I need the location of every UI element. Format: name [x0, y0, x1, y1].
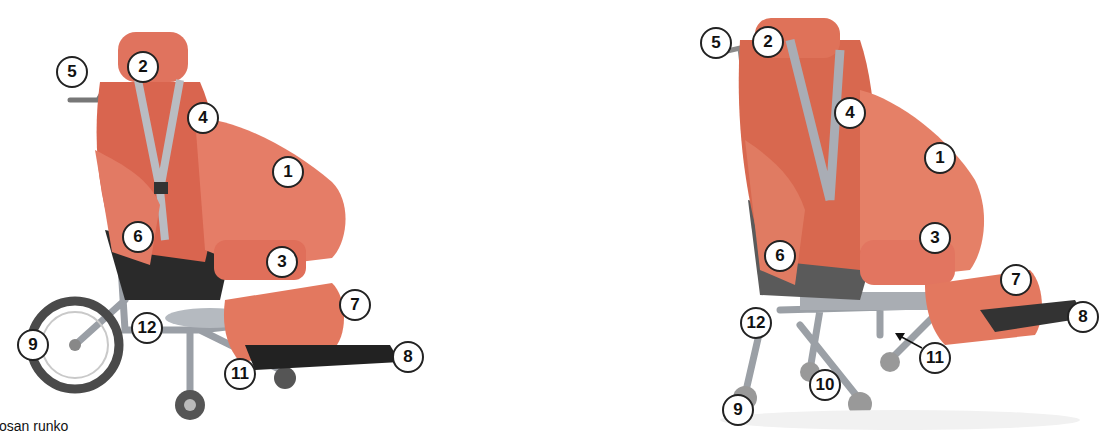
callout-number: 6: [122, 221, 154, 253]
callout-number: 12: [740, 307, 772, 339]
callout-number: 10: [809, 369, 841, 401]
callout-number: 1: [272, 156, 304, 188]
right-chair: [710, 18, 1085, 430]
caption-fragment: osan runko: [0, 418, 68, 434]
callout-number: 12: [131, 312, 163, 344]
callout-number: 11: [919, 342, 951, 374]
callout-number: 3: [919, 222, 951, 254]
callout-number: 6: [764, 240, 796, 272]
callout-number: 4: [187, 102, 219, 134]
callout-number: 7: [339, 289, 371, 321]
callout-number: 5: [56, 56, 88, 88]
callout-number: 9: [17, 329, 49, 361]
callout-number: 8: [392, 341, 424, 373]
callout-number: 9: [722, 394, 754, 426]
callout-number: 2: [752, 26, 784, 58]
callout-number: 8: [1067, 301, 1099, 333]
callout-number: 11: [224, 358, 256, 390]
callout-number: 2: [127, 51, 159, 83]
callout-number: 7: [1000, 264, 1032, 296]
callout-number: 3: [266, 246, 298, 278]
left-chair: [31, 32, 400, 420]
callout-number: 1: [924, 142, 956, 174]
callout-number: 4: [834, 97, 866, 129]
callout-number: 5: [700, 27, 732, 59]
